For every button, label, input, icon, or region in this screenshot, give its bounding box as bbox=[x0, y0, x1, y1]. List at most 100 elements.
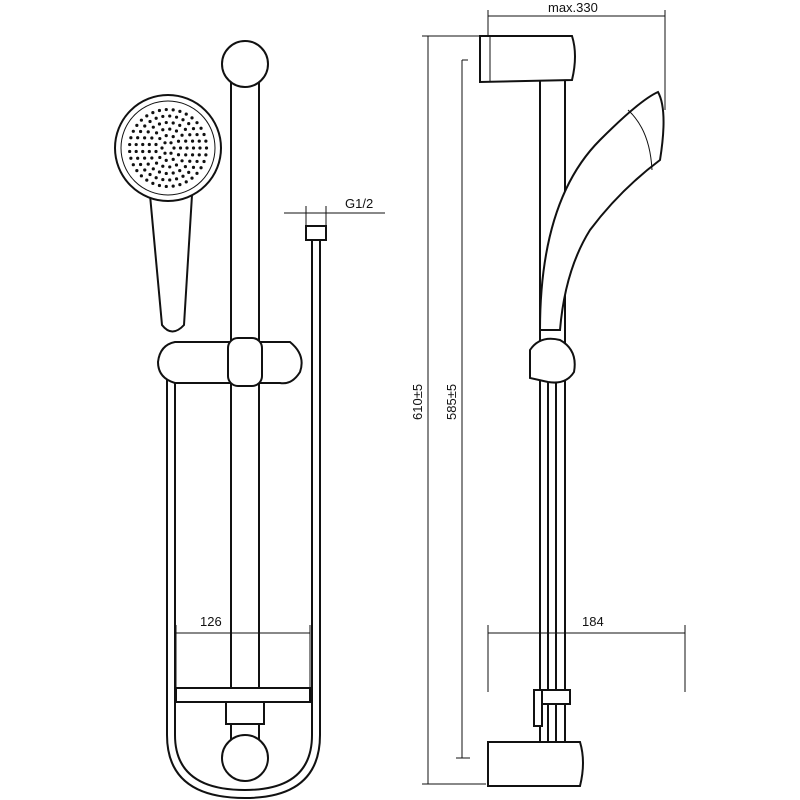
nozzle-dot bbox=[164, 120, 168, 125]
nozzle-dot bbox=[154, 142, 158, 147]
nozzle-dot bbox=[135, 123, 139, 127]
nozzle-dot bbox=[190, 176, 194, 180]
nozzle-dot bbox=[171, 184, 175, 188]
nozzle-dot bbox=[158, 136, 162, 141]
nozzle-dot bbox=[145, 178, 149, 182]
nozzle-dot bbox=[135, 169, 139, 173]
nozzle-dot bbox=[154, 131, 159, 135]
nozzle-dot bbox=[161, 177, 165, 182]
nozzle-dot bbox=[195, 159, 199, 164]
nozzle-dot bbox=[154, 176, 158, 180]
nozzle-dot bbox=[128, 149, 132, 154]
nozzle-dot bbox=[188, 159, 192, 163]
front-rail bbox=[230, 69, 260, 761]
nozzle-dot bbox=[134, 142, 138, 147]
nozzle-dot bbox=[151, 110, 155, 115]
nozzle-dot bbox=[154, 116, 158, 120]
nozzle-dot bbox=[157, 170, 162, 174]
nozzle-dot bbox=[146, 130, 150, 134]
nozzle-dot bbox=[202, 132, 206, 137]
nozzle-dot bbox=[174, 129, 179, 133]
nozzle-dot bbox=[150, 136, 154, 140]
nozzle-dot bbox=[178, 109, 182, 113]
nozzle-dot bbox=[161, 164, 165, 168]
nozzle-dot bbox=[191, 127, 196, 131]
nozzle-dot bbox=[174, 115, 179, 119]
nozzle-dot bbox=[184, 180, 188, 184]
nozzle-dot bbox=[131, 163, 135, 167]
dim-184: 184 bbox=[582, 614, 604, 629]
nozzle-dot bbox=[148, 172, 152, 177]
nozzle-dot bbox=[184, 112, 188, 116]
nozzle-dot bbox=[181, 174, 185, 178]
nozzle-dot bbox=[178, 146, 183, 150]
nozzle-dot bbox=[181, 118, 185, 122]
nozzle-dot bbox=[164, 107, 168, 112]
bottom-wall-mount bbox=[221, 734, 269, 782]
nozzle-dot bbox=[169, 151, 173, 155]
nozzle-dot bbox=[147, 149, 151, 154]
nozzle-dot bbox=[146, 162, 150, 166]
nozzle-dot bbox=[164, 184, 168, 189]
nozzle-dot bbox=[176, 139, 181, 143]
nozzle-dot bbox=[151, 125, 155, 129]
nozzle-dot bbox=[141, 142, 145, 147]
nozzle-dot bbox=[143, 124, 147, 128]
bottom-bracket bbox=[487, 741, 584, 787]
side-view: 610±5 585±5 max.330 184 bbox=[410, 0, 686, 787]
nozzle-dot bbox=[128, 142, 132, 147]
nozzle-dot bbox=[154, 149, 158, 154]
nozzle-dot bbox=[180, 133, 184, 137]
nozzle-dot bbox=[138, 162, 143, 167]
nozzle-dot bbox=[174, 177, 179, 181]
front-view: 126 G1/2 bbox=[114, 40, 385, 800]
nozzle-dot bbox=[139, 118, 143, 122]
nozzle-dot bbox=[151, 181, 155, 186]
nozzle-dot bbox=[164, 134, 168, 138]
nozzle-dot bbox=[129, 156, 133, 160]
nozzle-dot bbox=[154, 161, 159, 165]
nozzle-dot bbox=[145, 114, 149, 118]
nozzle-dot bbox=[204, 153, 208, 157]
nozzle-dot bbox=[151, 167, 155, 171]
nozzle-dot bbox=[139, 174, 143, 178]
nozzle-pattern bbox=[128, 107, 209, 189]
nozzle-dot bbox=[136, 156, 140, 160]
nozzle-dot bbox=[188, 133, 192, 137]
nozzle-dot bbox=[134, 149, 138, 154]
nozzle-dot bbox=[197, 153, 201, 157]
nozzle-dot bbox=[199, 166, 203, 170]
shelf bbox=[175, 687, 311, 703]
nozzle-dot bbox=[195, 121, 199, 125]
nozzle-dot bbox=[158, 155, 162, 160]
nozzle-dot bbox=[171, 135, 175, 139]
nozzle-dot bbox=[163, 141, 167, 145]
nozzle-dot bbox=[190, 139, 195, 143]
nozzle-dot bbox=[178, 169, 182, 173]
nozzle-dot bbox=[191, 165, 196, 169]
nozzle-dot bbox=[187, 170, 191, 174]
top-wall-mount bbox=[221, 40, 269, 88]
dim-max-330: max.330 bbox=[548, 0, 598, 15]
nozzle-dot bbox=[172, 146, 176, 150]
dim-126: 126 bbox=[200, 614, 222, 629]
nozzle-dot bbox=[168, 127, 172, 131]
nozzle-dot bbox=[171, 171, 175, 175]
nozzle-dot bbox=[184, 139, 188, 143]
hose-connector bbox=[305, 225, 327, 241]
nozzle-dot bbox=[164, 171, 168, 176]
nozzle-dot bbox=[183, 165, 188, 169]
nozzle-dot bbox=[178, 123, 182, 127]
nozzle-dot bbox=[183, 127, 188, 131]
nozzle-dot bbox=[191, 146, 196, 150]
nozzle-dot bbox=[168, 165, 172, 169]
nozzle-dot bbox=[148, 119, 152, 124]
nozzle-dot bbox=[150, 156, 154, 160]
nozzle-dot bbox=[204, 139, 208, 143]
dim-rail-height: 585±5 bbox=[444, 384, 459, 420]
nozzle-dot bbox=[168, 114, 172, 118]
nozzle-dot bbox=[171, 121, 175, 125]
nozzle-dot bbox=[195, 171, 199, 175]
nozzle-dot bbox=[157, 108, 162, 113]
